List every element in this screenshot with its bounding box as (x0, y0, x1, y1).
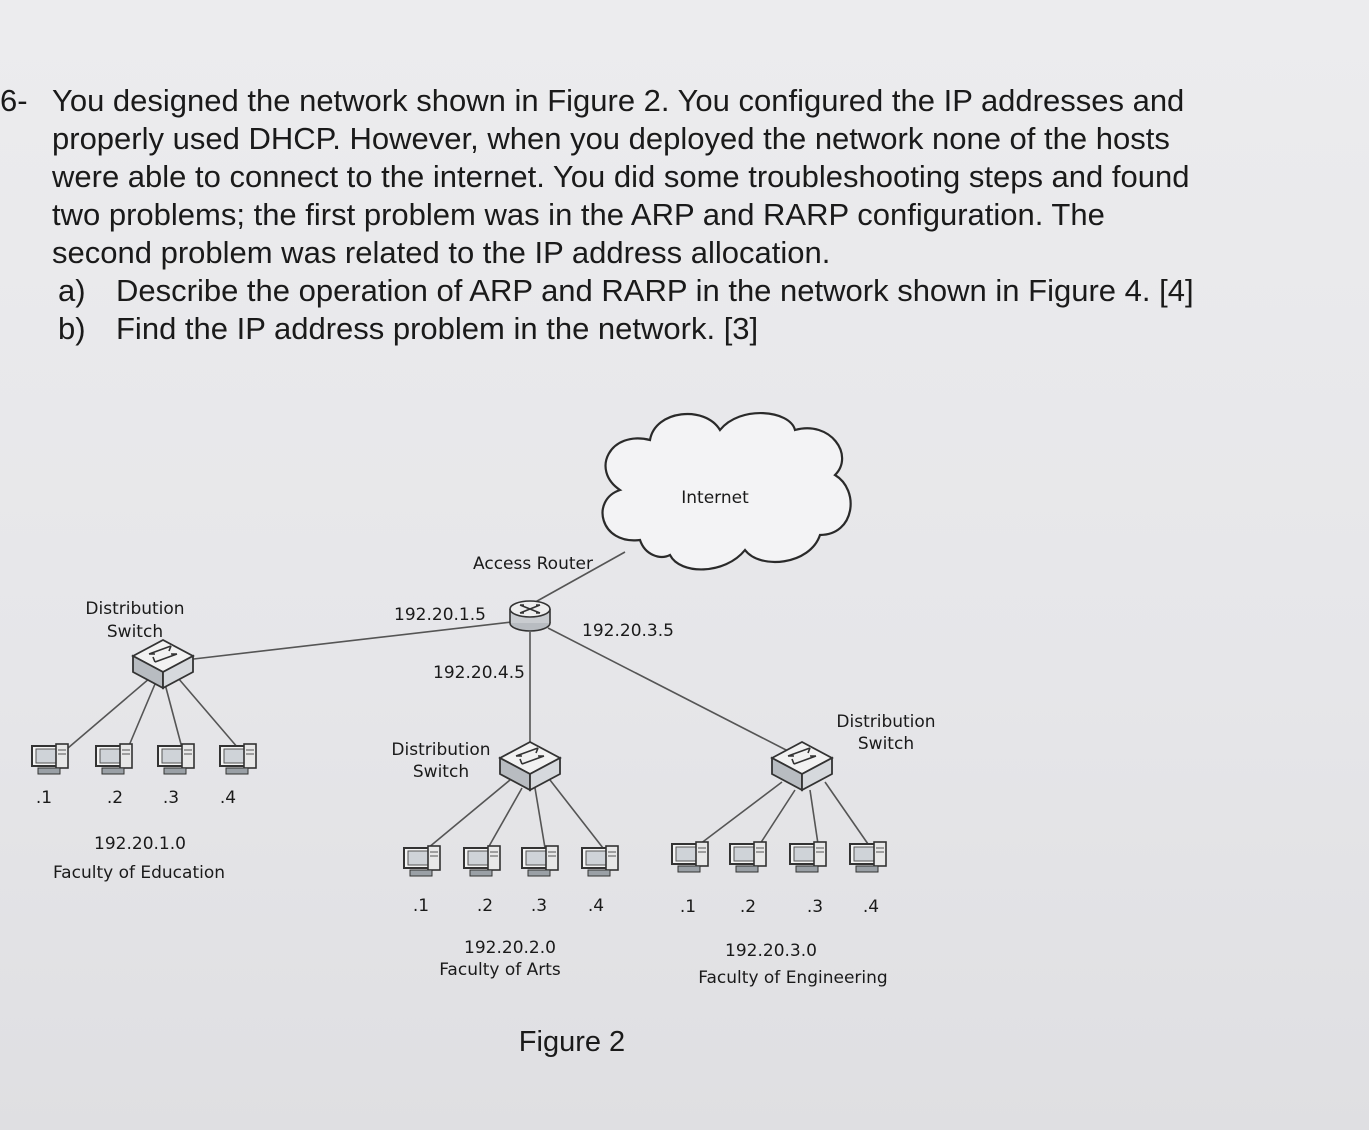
switch-label-line1: Distribution (85, 599, 184, 619)
cloud-icon (601, 411, 852, 571)
switch-label-line1: Distribution (391, 740, 490, 760)
computer-icon (671, 841, 709, 873)
host-label: .3 (807, 897, 823, 917)
computer-icon (157, 743, 195, 775)
host-label: .3 (163, 788, 179, 808)
switch-label-line2: Switch (413, 762, 469, 782)
switch-label-line2: Switch (107, 622, 163, 642)
segment-name: Faculty of Education (53, 863, 225, 883)
switch-icon (132, 639, 194, 689)
sub-question-text: Find the IP address problem in the netwo… (116, 311, 759, 346)
question-number: 6- (0, 83, 28, 118)
switch-icon (499, 741, 561, 791)
segment-network: 192.20.1.0 (94, 834, 186, 854)
segment-name: Faculty of Engineering (698, 968, 887, 988)
computer-icon (789, 841, 827, 873)
host-label: .3 (531, 896, 547, 916)
segment-network: 192.20.2.0 (464, 938, 556, 958)
host-label: .4 (220, 788, 236, 808)
computer-icon (219, 743, 257, 775)
network-links (67, 551, 869, 849)
host-label: .4 (863, 897, 879, 917)
router-label: Access Router (473, 554, 593, 574)
computer-icon (849, 841, 887, 873)
router-interface-arts: 192.20.4.5 (433, 663, 525, 683)
router-icon (509, 600, 551, 632)
computer-icon (581, 845, 619, 877)
figure-caption: Figure 2 (519, 1026, 625, 1058)
host-label: .4 (588, 896, 604, 916)
segment-network: 192.20.3.0 (725, 941, 817, 961)
sub-question-b: b) Find the IP address problem in the ne… (58, 310, 1240, 348)
computer-icon (521, 845, 559, 877)
internet-label: Internet (681, 488, 749, 508)
computer-icon (403, 845, 441, 877)
computer-icon (95, 743, 133, 775)
host-label: .1 (680, 897, 696, 917)
computer-icon (463, 845, 501, 877)
host-label: .2 (107, 788, 123, 808)
host-label: .2 (740, 897, 756, 917)
router-interface-engineering: 192.20.3.5 (582, 621, 674, 641)
switch-label-line2: Switch (858, 734, 914, 754)
host-label: .1 (36, 788, 52, 808)
host-label: .2 (477, 896, 493, 916)
sub-question-a: a) Describe the operation of ARP and RAR… (58, 272, 1240, 310)
computer-icon (729, 841, 767, 873)
host-label: .1 (413, 896, 429, 916)
computer-icon (31, 743, 69, 775)
question-block: 6- You designed the network shown in Fig… (0, 82, 1240, 348)
switch-label-line1: Distribution (836, 712, 935, 732)
sub-question-text: Describe the operation of ARP and RARP i… (116, 273, 1194, 308)
sub-question-letter: a) (58, 273, 86, 308)
sub-question-letter: b) (58, 311, 86, 346)
question-stem: You designed the network shown in Figure… (52, 83, 1190, 270)
segment-name: Faculty of Arts (439, 960, 561, 980)
router-interface-education: 192.20.1.5 (394, 605, 486, 625)
